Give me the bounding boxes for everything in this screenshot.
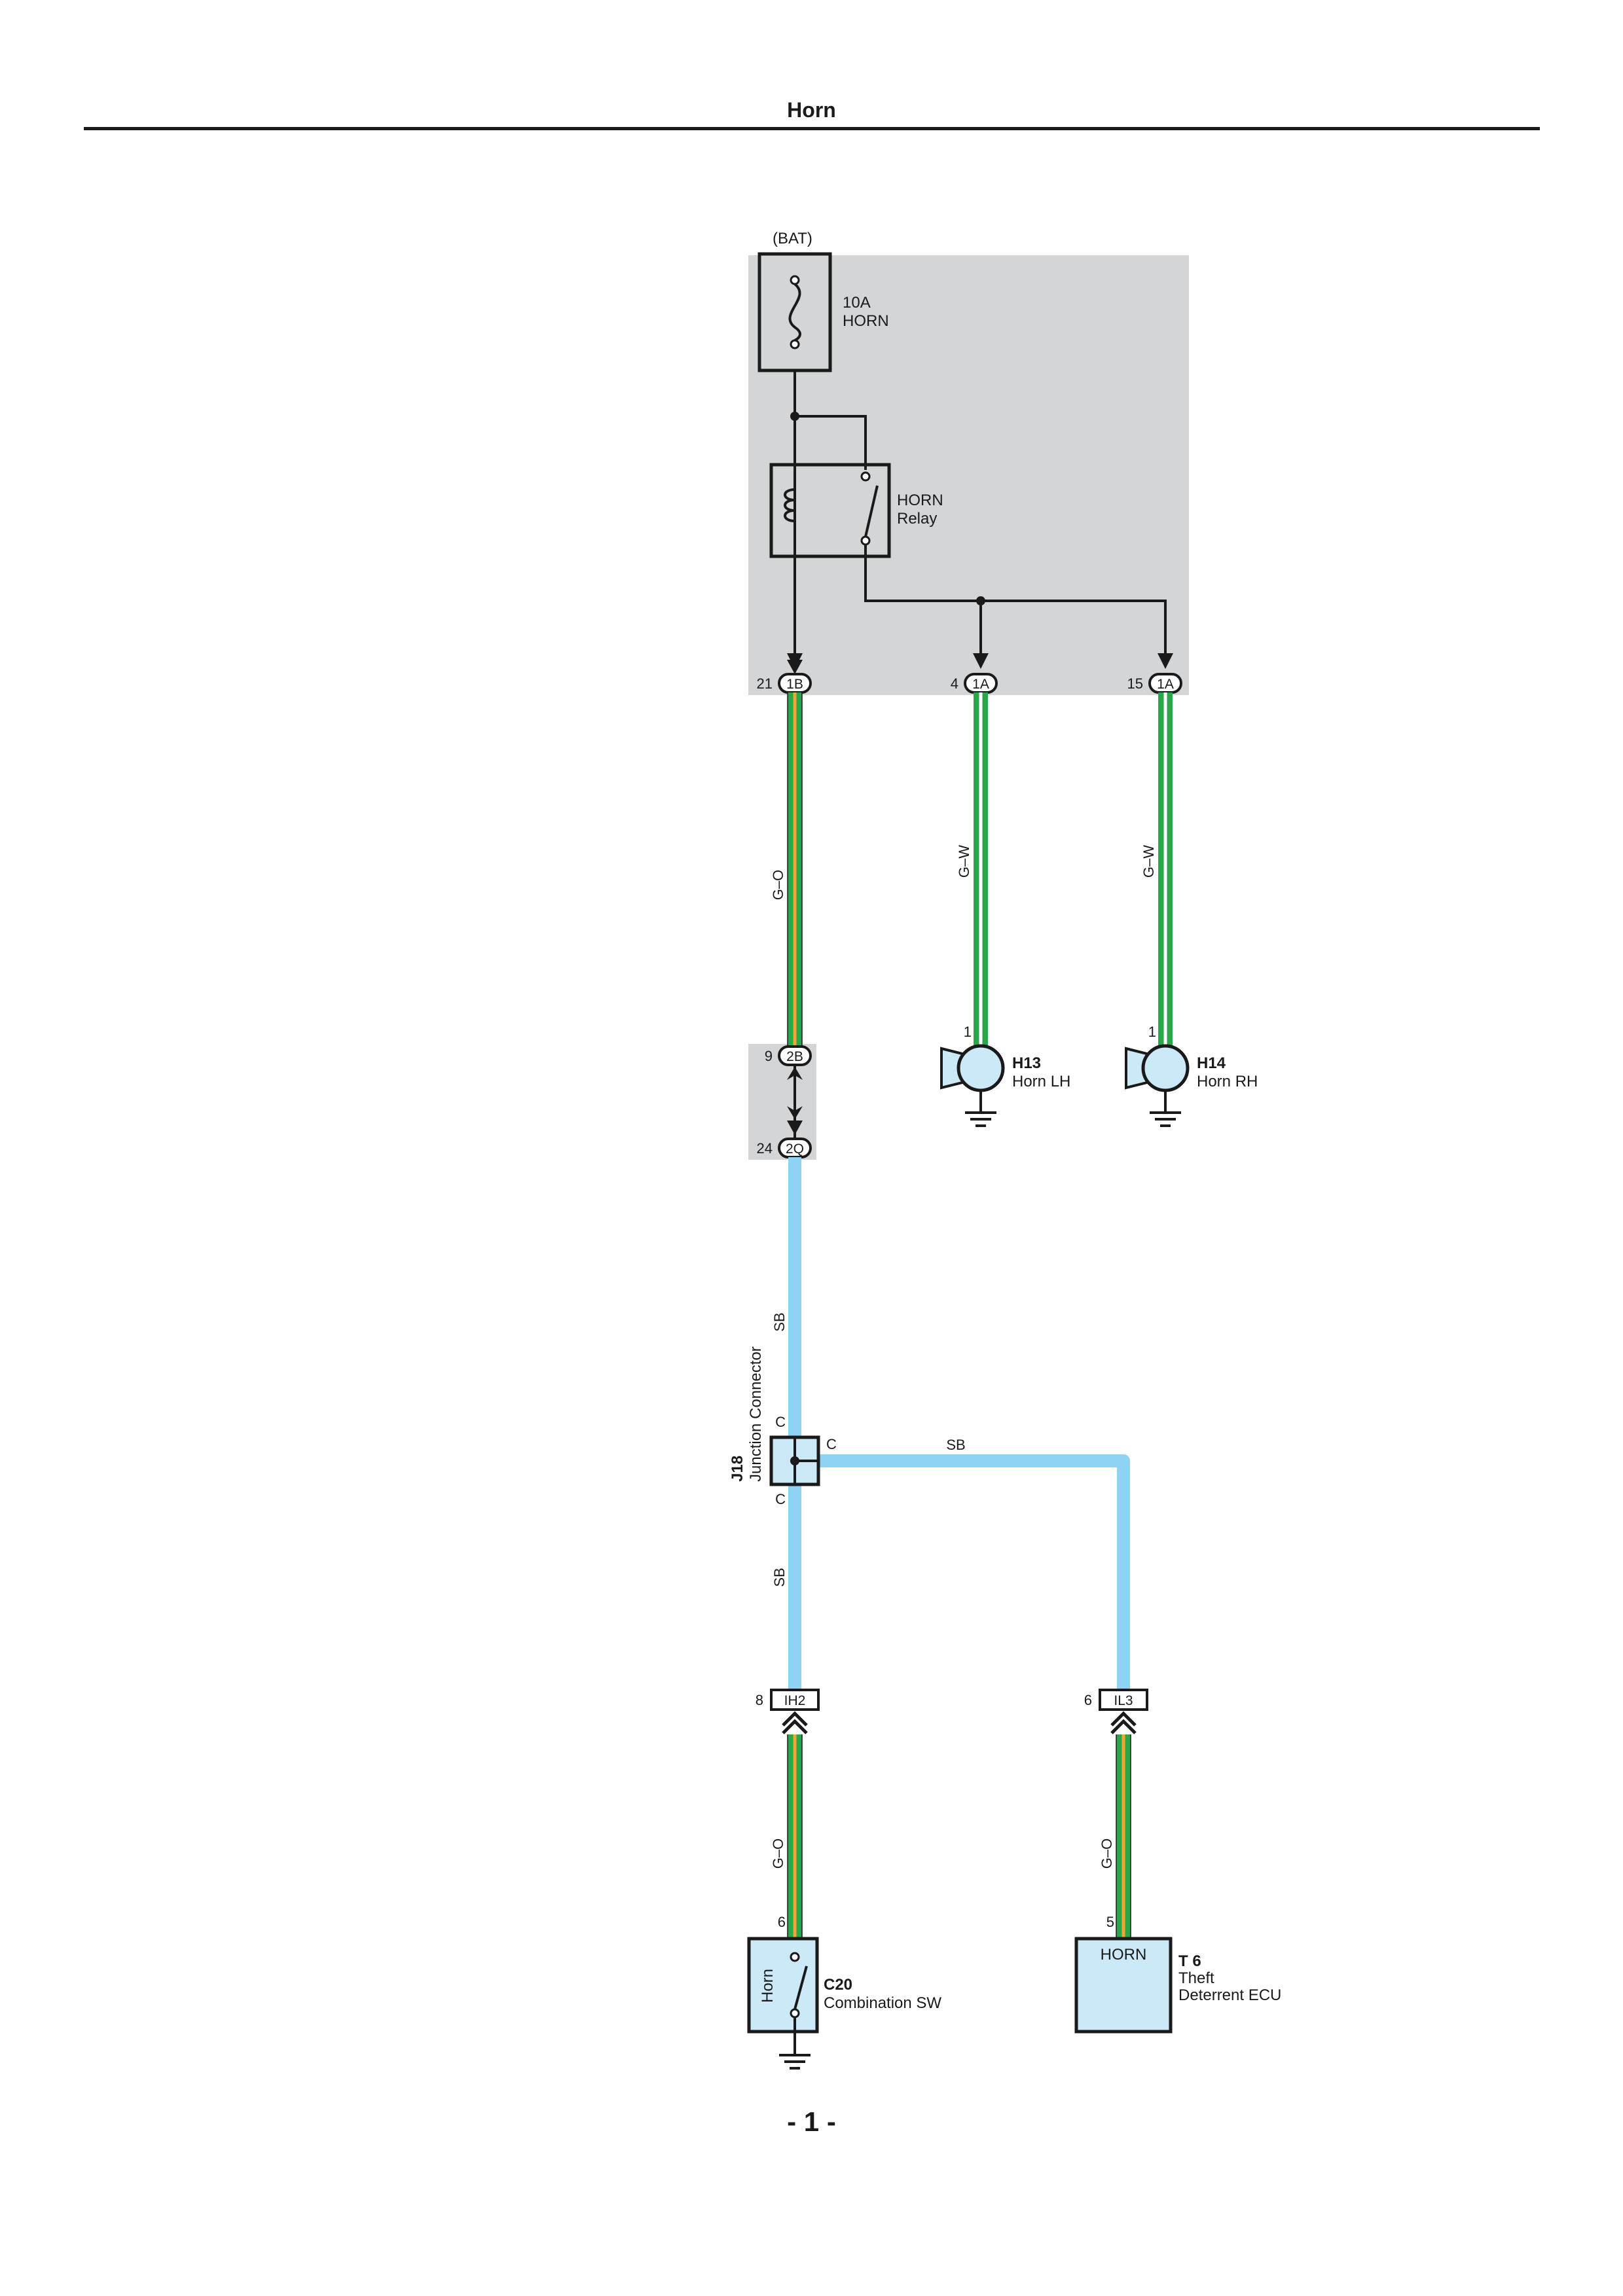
wire-label-sb-branch: SB: [946, 1437, 965, 1453]
wire-label-gw-left: G–W: [956, 845, 972, 878]
svg-text:6: 6: [1084, 1692, 1092, 1708]
battery-source-label: (BAT): [773, 230, 812, 247]
svg-text:2B: 2B: [786, 1049, 803, 1064]
horn-rh-code: H14: [1197, 1054, 1226, 1072]
theft-ecu-name-line2: Deterrent ECU: [1178, 1986, 1281, 2004]
svg-text:IL3: IL3: [1114, 1693, 1133, 1708]
wire-label-sb-lower: SB: [771, 1568, 788, 1587]
relay-label-line1: HORN: [897, 492, 943, 509]
combination-sw-name: Combination SW: [824, 1994, 941, 2012]
terminal-1A-4: 1A 4: [951, 673, 998, 694]
horn-relay-symbol: [769, 370, 1173, 674]
svg-text:9: 9: [765, 1048, 773, 1064]
svg-text:8: 8: [756, 1692, 763, 1708]
fuse-rating: 10A: [843, 294, 871, 312]
wire-label-sb-upper: SB: [771, 1312, 788, 1331]
inline-connector-arrows: [787, 1065, 803, 1139]
svg-text:IH2: IH2: [784, 1693, 806, 1708]
j18-pin-top: C: [775, 1414, 786, 1430]
page-number: - 1 -: [787, 2106, 836, 2137]
svg-text:2Q: 2Q: [786, 1141, 804, 1157]
horn-rh-name: Horn RH: [1197, 1073, 1258, 1090]
junction-connector-j18: [769, 1435, 820, 1486]
svg-text:1B: 1B: [786, 677, 803, 692]
wire-label-go-bottom-left: G–O: [770, 1839, 786, 1869]
connector-IL3: IL3 6: [1084, 1689, 1148, 1734]
svg-text:21: 21: [757, 675, 773, 692]
j18-name: Junction Connector: [747, 1346, 765, 1482]
terminal-1B-21: 1B 21: [757, 673, 812, 694]
j18-pin-right: C: [826, 1436, 837, 1452]
svg-text:24: 24: [757, 1140, 773, 1157]
theft-ecu-name-line1: Theft: [1178, 1969, 1214, 1987]
page-title: Horn: [787, 98, 836, 122]
wire-label-go-upper: G–O: [770, 870, 786, 900]
wire-go-upper: [787, 692, 803, 1046]
horn-lh-symbol: [940, 1044, 1005, 1127]
header-rule: [84, 127, 1540, 130]
wire-go-bottom-right: [1116, 1734, 1131, 1937]
horn-lh-name: Horn LH: [1012, 1073, 1070, 1090]
svg-text:4: 4: [951, 675, 958, 692]
wire-go-bottom-left: [787, 1734, 803, 1937]
j18-code: J18: [729, 1456, 746, 1482]
inline-connector-2B: 2B 9: [765, 1045, 812, 1066]
svg-text:1A: 1A: [972, 677, 989, 692]
wire-label-gw-right: G–W: [1140, 845, 1157, 878]
theft-ecu-pin: 5: [1106, 1914, 1114, 1930]
theft-ecu-box: [1074, 1937, 1173, 2034]
fuse-name: HORN: [843, 312, 889, 330]
wire-sb: [788, 1157, 1130, 1699]
combination-sw-pin: 6: [778, 1914, 786, 1930]
combination-sw-inner-label: Horn: [759, 1969, 776, 2003]
combination-sw-symbol: [747, 1937, 819, 2070]
horn-lh-pin: 1: [964, 1024, 972, 1040]
inline-connector-2Q: 2Q 24: [757, 1138, 812, 1158]
j18-pin-bottom: C: [775, 1491, 786, 1507]
terminal-1A-15: 1A 15: [1127, 673, 1182, 694]
svg-text:15: 15: [1127, 675, 1143, 692]
relay-label-line2: Relay: [897, 510, 937, 528]
theft-ecu-inner-label: HORN: [1101, 1946, 1147, 1964]
combination-sw-code: C20: [824, 1976, 852, 1994]
junction-block-box: [748, 255, 1189, 695]
theft-ecu-code: T 6: [1178, 1952, 1201, 1970]
horn-lh-code: H13: [1012, 1054, 1041, 1072]
wire-label-go-bottom-right: G–O: [1099, 1839, 1115, 1869]
horn-rh-pin: 1: [1148, 1024, 1156, 1040]
connector-IH2: IH2 8: [756, 1689, 820, 1734]
fuse-symbol: [757, 252, 832, 372]
horn-rh-symbol: [1125, 1044, 1190, 1127]
svg-text:1A: 1A: [1157, 677, 1174, 692]
